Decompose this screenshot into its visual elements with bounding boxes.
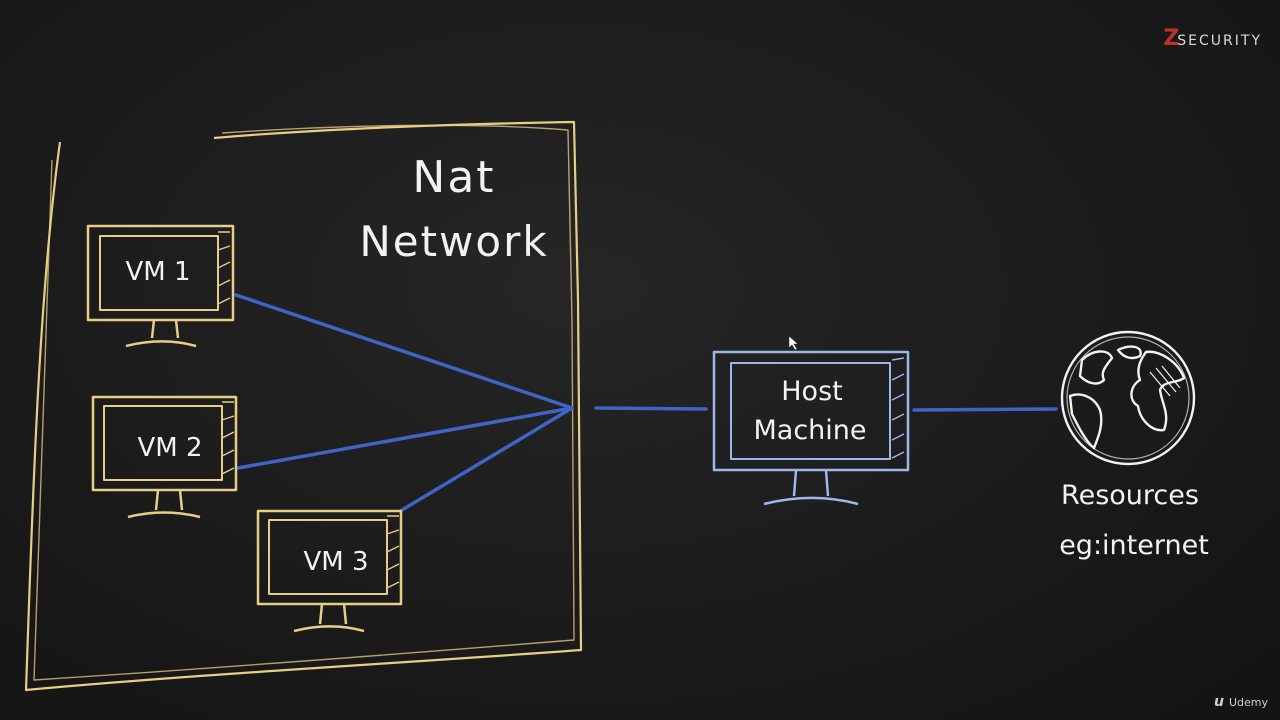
host-machine-monitor-icon <box>712 350 910 506</box>
vm3-monitor-icon <box>256 509 403 633</box>
link-gateway-host <box>594 406 708 411</box>
link-host-resources <box>912 407 1058 412</box>
host-label-line1: Host <box>781 376 842 407</box>
host-label-line2: Machine <box>753 415 866 446</box>
nat-network-boundary <box>24 120 583 692</box>
globe-icon <box>1060 330 1196 466</box>
vm2-label: VM 2 <box>137 433 202 463</box>
network-links <box>234 293 1058 512</box>
nat-network-title-line1: Nat <box>412 152 495 203</box>
link-vm1-gateway <box>234 293 574 410</box>
udemy-watermark: ս Udemy <box>1214 694 1268 710</box>
zsecurity-logo: ZSECURITY <box>1163 26 1262 51</box>
vm2-monitor-icon <box>91 395 238 519</box>
link-vm2-gateway <box>236 406 574 470</box>
zsecurity-logo-text: SECURITY <box>1177 33 1262 49</box>
resources-label-line2: eg:internet <box>1059 530 1209 561</box>
vm3-label: VM 3 <box>303 547 368 577</box>
vm1-label: VM 1 <box>125 257 190 287</box>
link-vm3-gateway <box>400 406 574 512</box>
resources-label-line1: Resources <box>1061 480 1199 511</box>
zsecurity-logo-z: Z <box>1163 26 1180 51</box>
mouse-cursor-icon <box>788 335 799 351</box>
vm1-monitor-icon <box>86 224 235 348</box>
nat-network-title-line2: Network <box>359 217 548 266</box>
udemy-logo-icon: ս <box>1213 694 1224 710</box>
udemy-name: Udemy <box>1228 695 1268 709</box>
